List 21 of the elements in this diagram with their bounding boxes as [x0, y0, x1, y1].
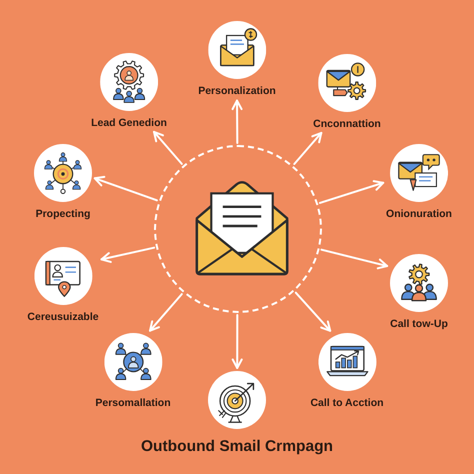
arrow	[318, 180, 384, 204]
node-label: Cereusuizable	[27, 311, 99, 324]
node-label: Lead Genedion	[91, 117, 167, 130]
arrow	[149, 293, 183, 332]
node-label: Onionuration	[386, 208, 452, 221]
dashed-circle	[154, 145, 322, 313]
arrow	[293, 132, 322, 165]
arrow	[100, 246, 156, 263]
arrow	[232, 314, 243, 369]
arrow	[94, 176, 158, 202]
node-label: Cnconnattion	[313, 118, 381, 131]
node-label: Call tow-Up	[390, 318, 448, 331]
arrow	[232, 100, 243, 144]
node-label: Persomallation	[95, 397, 171, 410]
arrow	[153, 130, 183, 165]
arrow	[294, 292, 332, 332]
node-label: Personalization	[198, 85, 276, 98]
node-label: Propecting	[36, 208, 90, 221]
node-label: Call to Acction	[310, 397, 384, 410]
diagram-title: Outbound Smail Crmpagn	[140, 438, 334, 457]
arrow	[320, 248, 388, 270]
